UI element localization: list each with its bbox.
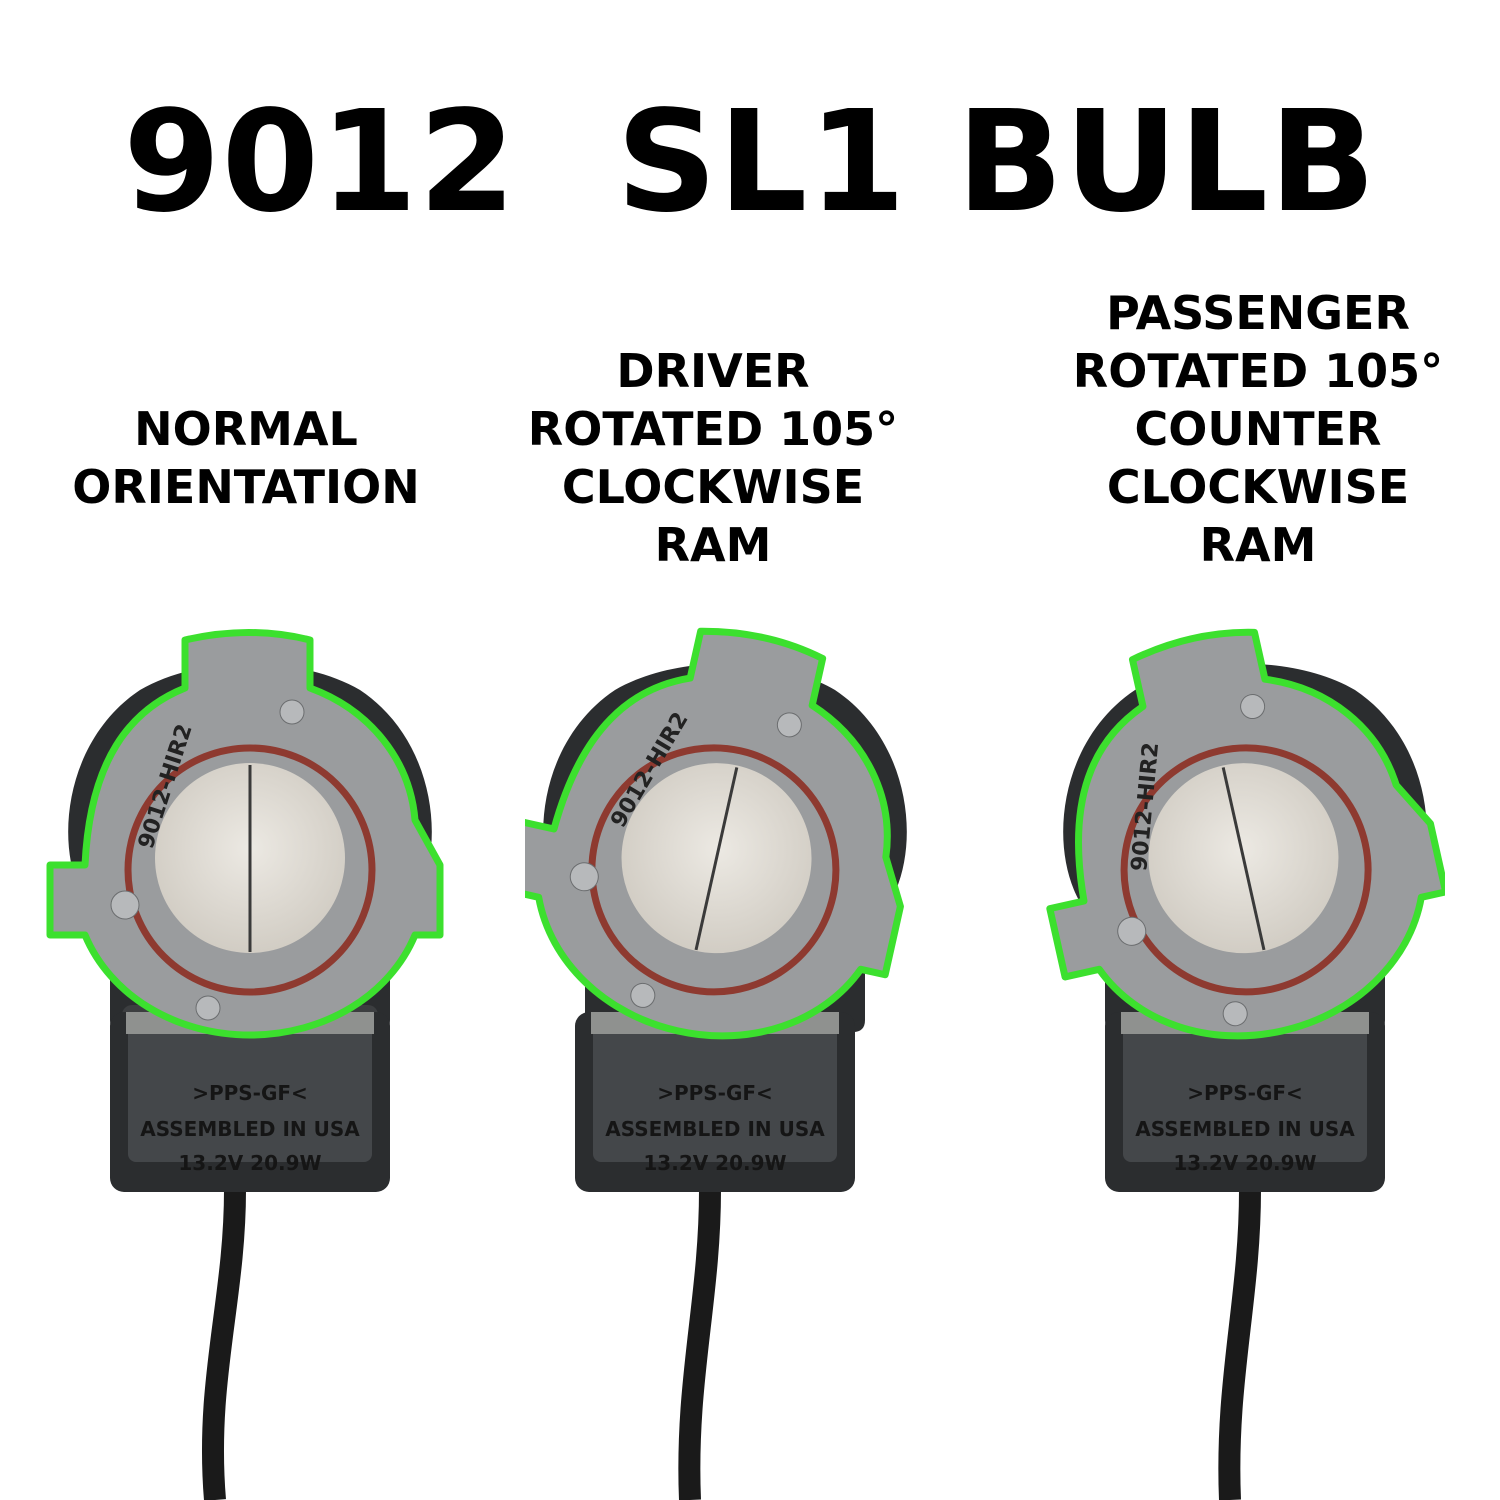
column-label-normal: NORMAL ORIENTATION xyxy=(16,400,476,516)
cable xyxy=(678,1189,721,1500)
column-label-driver: DRIVER ROTATED 105° CLOCKWISE RAM xyxy=(483,342,943,574)
o-ring xyxy=(588,744,840,996)
rivet xyxy=(1117,916,1147,946)
label-line-3: 13.2V 20.9W xyxy=(643,1151,786,1175)
led-divider xyxy=(694,767,739,951)
o-ring xyxy=(124,744,376,996)
label-line-1: >PPS-GF< xyxy=(657,1081,773,1105)
rotating-flange: 9012-HIR2 xyxy=(1046,628,1445,1040)
label-line: CLOCKWISE xyxy=(561,460,865,514)
label-line-1: >PPS-GF< xyxy=(1187,1081,1303,1105)
label-plate-face xyxy=(593,1012,837,1162)
led-divider xyxy=(1221,767,1266,951)
label-line-2: ASSEMBLED IN USA xyxy=(1135,1117,1355,1141)
rivet xyxy=(1222,1001,1248,1027)
bulb-normal-orientation: >PPS-GF< ASSEMBLED IN USA 13.2V 20.9W 90… xyxy=(46,629,444,1500)
o-ring xyxy=(1120,744,1372,996)
label-line: RAM xyxy=(654,518,772,572)
rivet xyxy=(569,862,599,892)
page-title: 9012 SL1 BULB xyxy=(123,81,1377,244)
label-line: COUNTER xyxy=(1134,402,1382,456)
rivet xyxy=(195,995,221,1021)
bulb-passenger-rotated-counter-clockwise: >PPS-GF< ASSEMBLED IN USA 13.2V 20.9W 90… xyxy=(1046,628,1445,1500)
rivet xyxy=(110,890,140,920)
label-line: ROTATED 105° xyxy=(1072,344,1444,398)
label-line: CLOCKWISE xyxy=(1106,460,1410,514)
cable xyxy=(202,1189,246,1500)
rivet xyxy=(776,712,802,738)
rivet xyxy=(279,699,305,725)
label-line-2: ASSEMBLED IN USA xyxy=(140,1117,360,1141)
bulb-driver-rotated-clockwise: >PPS-GF< ASSEMBLED IN USA 13.2V 20.9W 90… xyxy=(525,627,907,1500)
label-line-3: 13.2V 20.9W xyxy=(178,1151,321,1175)
cable xyxy=(1218,1189,1261,1500)
label-line: NORMAL xyxy=(134,402,358,456)
label-plate-face xyxy=(1123,1012,1367,1162)
rivet xyxy=(630,982,656,1008)
label-line: ROTATED 105° xyxy=(527,402,899,456)
rivet xyxy=(1240,694,1266,720)
label-line-2: ASSEMBLED IN USA xyxy=(605,1117,825,1141)
rotating-flange: 9012-HIR2 xyxy=(525,627,904,1040)
column-label-passenger: PASSENGER ROTATED 105° COUNTER CLOCKWISE… xyxy=(1028,284,1488,574)
label-line: PASSENGER xyxy=(1106,286,1410,340)
label-line: ORIENTATION xyxy=(72,460,420,514)
rotating-flange: 9012-HIR2 xyxy=(46,629,444,1039)
label-line-3: 13.2V 20.9W xyxy=(1173,1151,1316,1175)
label-line-1: >PPS-GF< xyxy=(192,1081,308,1105)
label-line: RAM xyxy=(1199,518,1317,572)
label-plate-face xyxy=(128,1012,372,1162)
label-line: DRIVER xyxy=(616,344,810,398)
